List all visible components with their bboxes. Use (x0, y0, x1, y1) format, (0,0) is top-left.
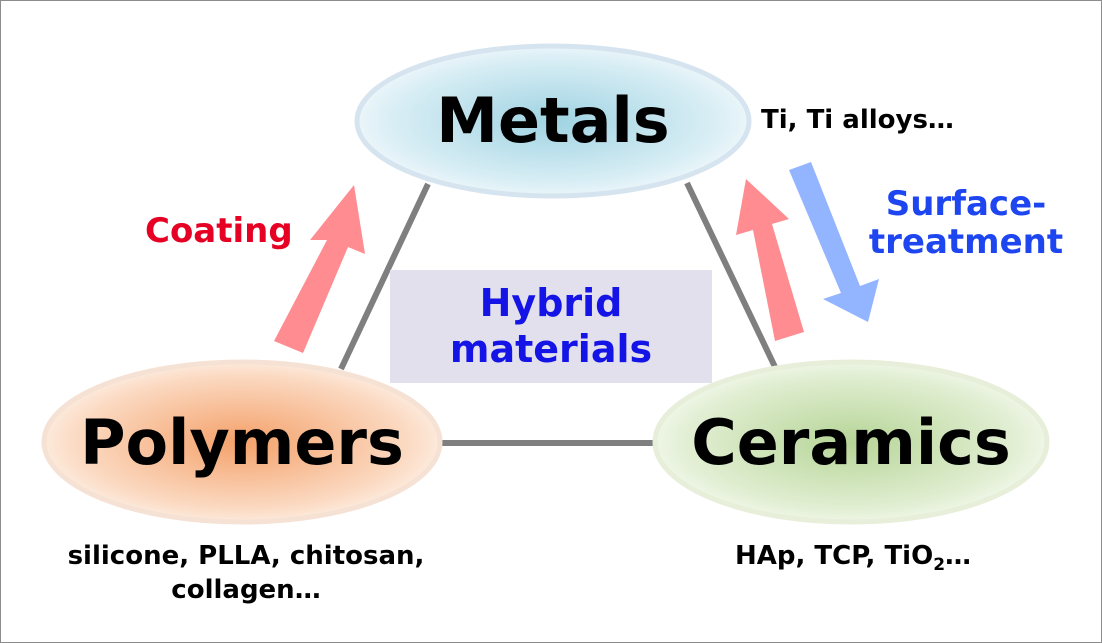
polymers-node (41, 359, 443, 525)
metals-examples: Ti, Ti alloys… (761, 105, 954, 135)
metals-label: Metals (436, 84, 670, 157)
polymers-examples: silicone, PLLA, chitosan, collagen… (41, 539, 451, 607)
ceramics-examples-suffix: … (945, 541, 972, 571)
surface-treatment-arrow (789, 162, 879, 322)
materials-line: materials (449, 327, 653, 371)
polymers-examples-line1: silicone, PLLA, chitosan, (67, 541, 425, 571)
polymers-label: Polymers (80, 406, 404, 479)
hybrid-materials-box (390, 270, 712, 383)
surface-line: Surface- (885, 184, 1047, 224)
ceramics-examples-subscript: 2 (933, 555, 946, 576)
ceramics-label: Ceramics (691, 406, 1011, 479)
ceramics-node (652, 359, 1050, 525)
ceramics-examples-main: HAp, TCP, TiO (735, 541, 934, 571)
surface-treatment-label: Surface- treatment (861, 185, 1071, 261)
hybrid-line: Hybrid (479, 281, 623, 325)
ceramics-to-metals-arrow (736, 179, 804, 341)
polymers-examples-line2: collagen… (171, 575, 321, 605)
ceramics-examples: HAp, TCP, TiO2… (735, 539, 971, 582)
coating-label: Coating (145, 211, 293, 251)
connector-metals-polymers (338, 182, 431, 371)
hybrid-materials-text: Hybrid materials (390, 280, 712, 372)
treatment-line: treatment (868, 222, 1064, 262)
coating-arrow (274, 185, 365, 353)
connector-metals-ceramics (684, 181, 779, 371)
metals-node (354, 43, 752, 199)
